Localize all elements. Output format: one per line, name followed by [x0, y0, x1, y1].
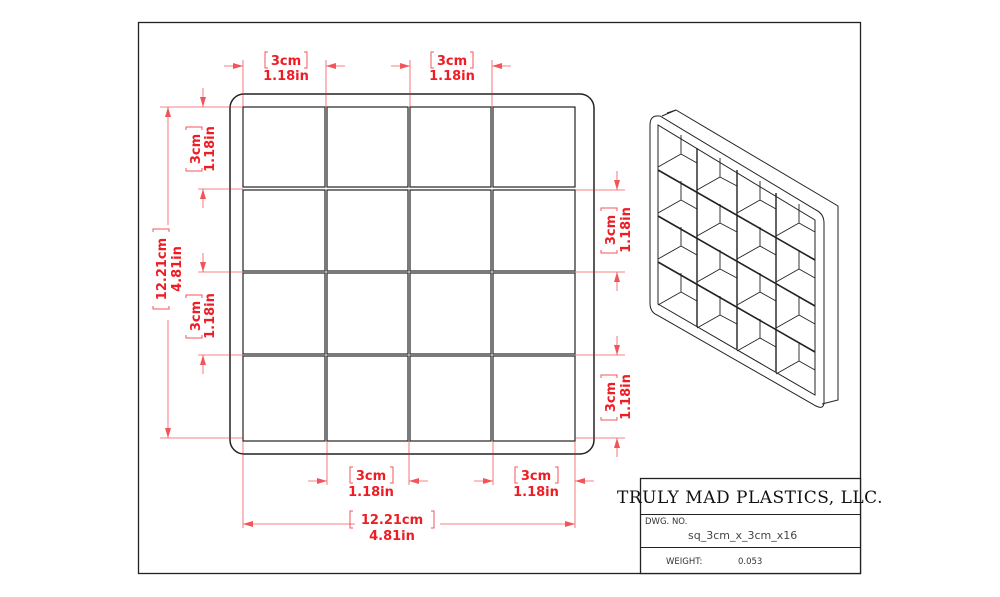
dim-left-overall-in: 4.81in: [170, 246, 185, 292]
dimension-brackets: [152, 51, 618, 529]
title-block: TRULY MAD PLASTICS, LLC. DWG. NO. sq_3cm…: [617, 477, 883, 575]
isometric-view: [649, 109, 839, 408]
dim-left-lower-cm: 3cm: [189, 301, 204, 331]
weight-value: 0.053: [738, 557, 762, 567]
dim-top-left-cm: 3cm: [271, 54, 301, 69]
front-view: [229, 93, 595, 455]
dwg-no-label: DWG. NO.: [645, 517, 687, 527]
weight-label: WEIGHT:: [666, 557, 702, 567]
dim-bottom-left-cm: 3cm: [356, 469, 386, 484]
dim-right-lower-in: 1.18in: [619, 374, 634, 420]
dim-bottom-overall-in: 4.81in: [369, 529, 415, 544]
dim-left-overall-cm: 12.21cm: [155, 238, 170, 300]
tray-outline: [229, 93, 595, 455]
dwg-no-value: sq_3cm_x_3cm_x16: [688, 529, 797, 542]
dim-top-right-cm: 3cm: [437, 54, 467, 69]
dim-bottom-overall-cm: 12.21cm: [361, 513, 423, 528]
dim-right-lower-cm: 3cm: [604, 382, 619, 412]
dimension-lines: [160, 60, 625, 528]
dim-bottom-right-in: 1.18in: [513, 485, 559, 500]
dim-top-left-in: 1.18in: [263, 69, 309, 84]
dim-left-upper-in: 1.18in: [203, 126, 218, 172]
dim-right-upper-cm: 3cm: [604, 215, 619, 245]
dim-right-upper-in: 1.18in: [619, 207, 634, 253]
sheet-border: [137, 21, 862, 575]
dim-left-lower-in: 1.18in: [203, 293, 218, 339]
dim-left-upper-cm: 3cm: [189, 134, 204, 164]
cell-grid: [242, 106, 576, 442]
company-name: TRULY MAD PLASTICS, LLC.: [617, 488, 883, 508]
dim-bottom-right-cm: 3cm: [521, 469, 551, 484]
dim-top-right-in: 1.18in: [429, 69, 475, 84]
dim-bottom-left-in: 1.18in: [348, 485, 394, 500]
